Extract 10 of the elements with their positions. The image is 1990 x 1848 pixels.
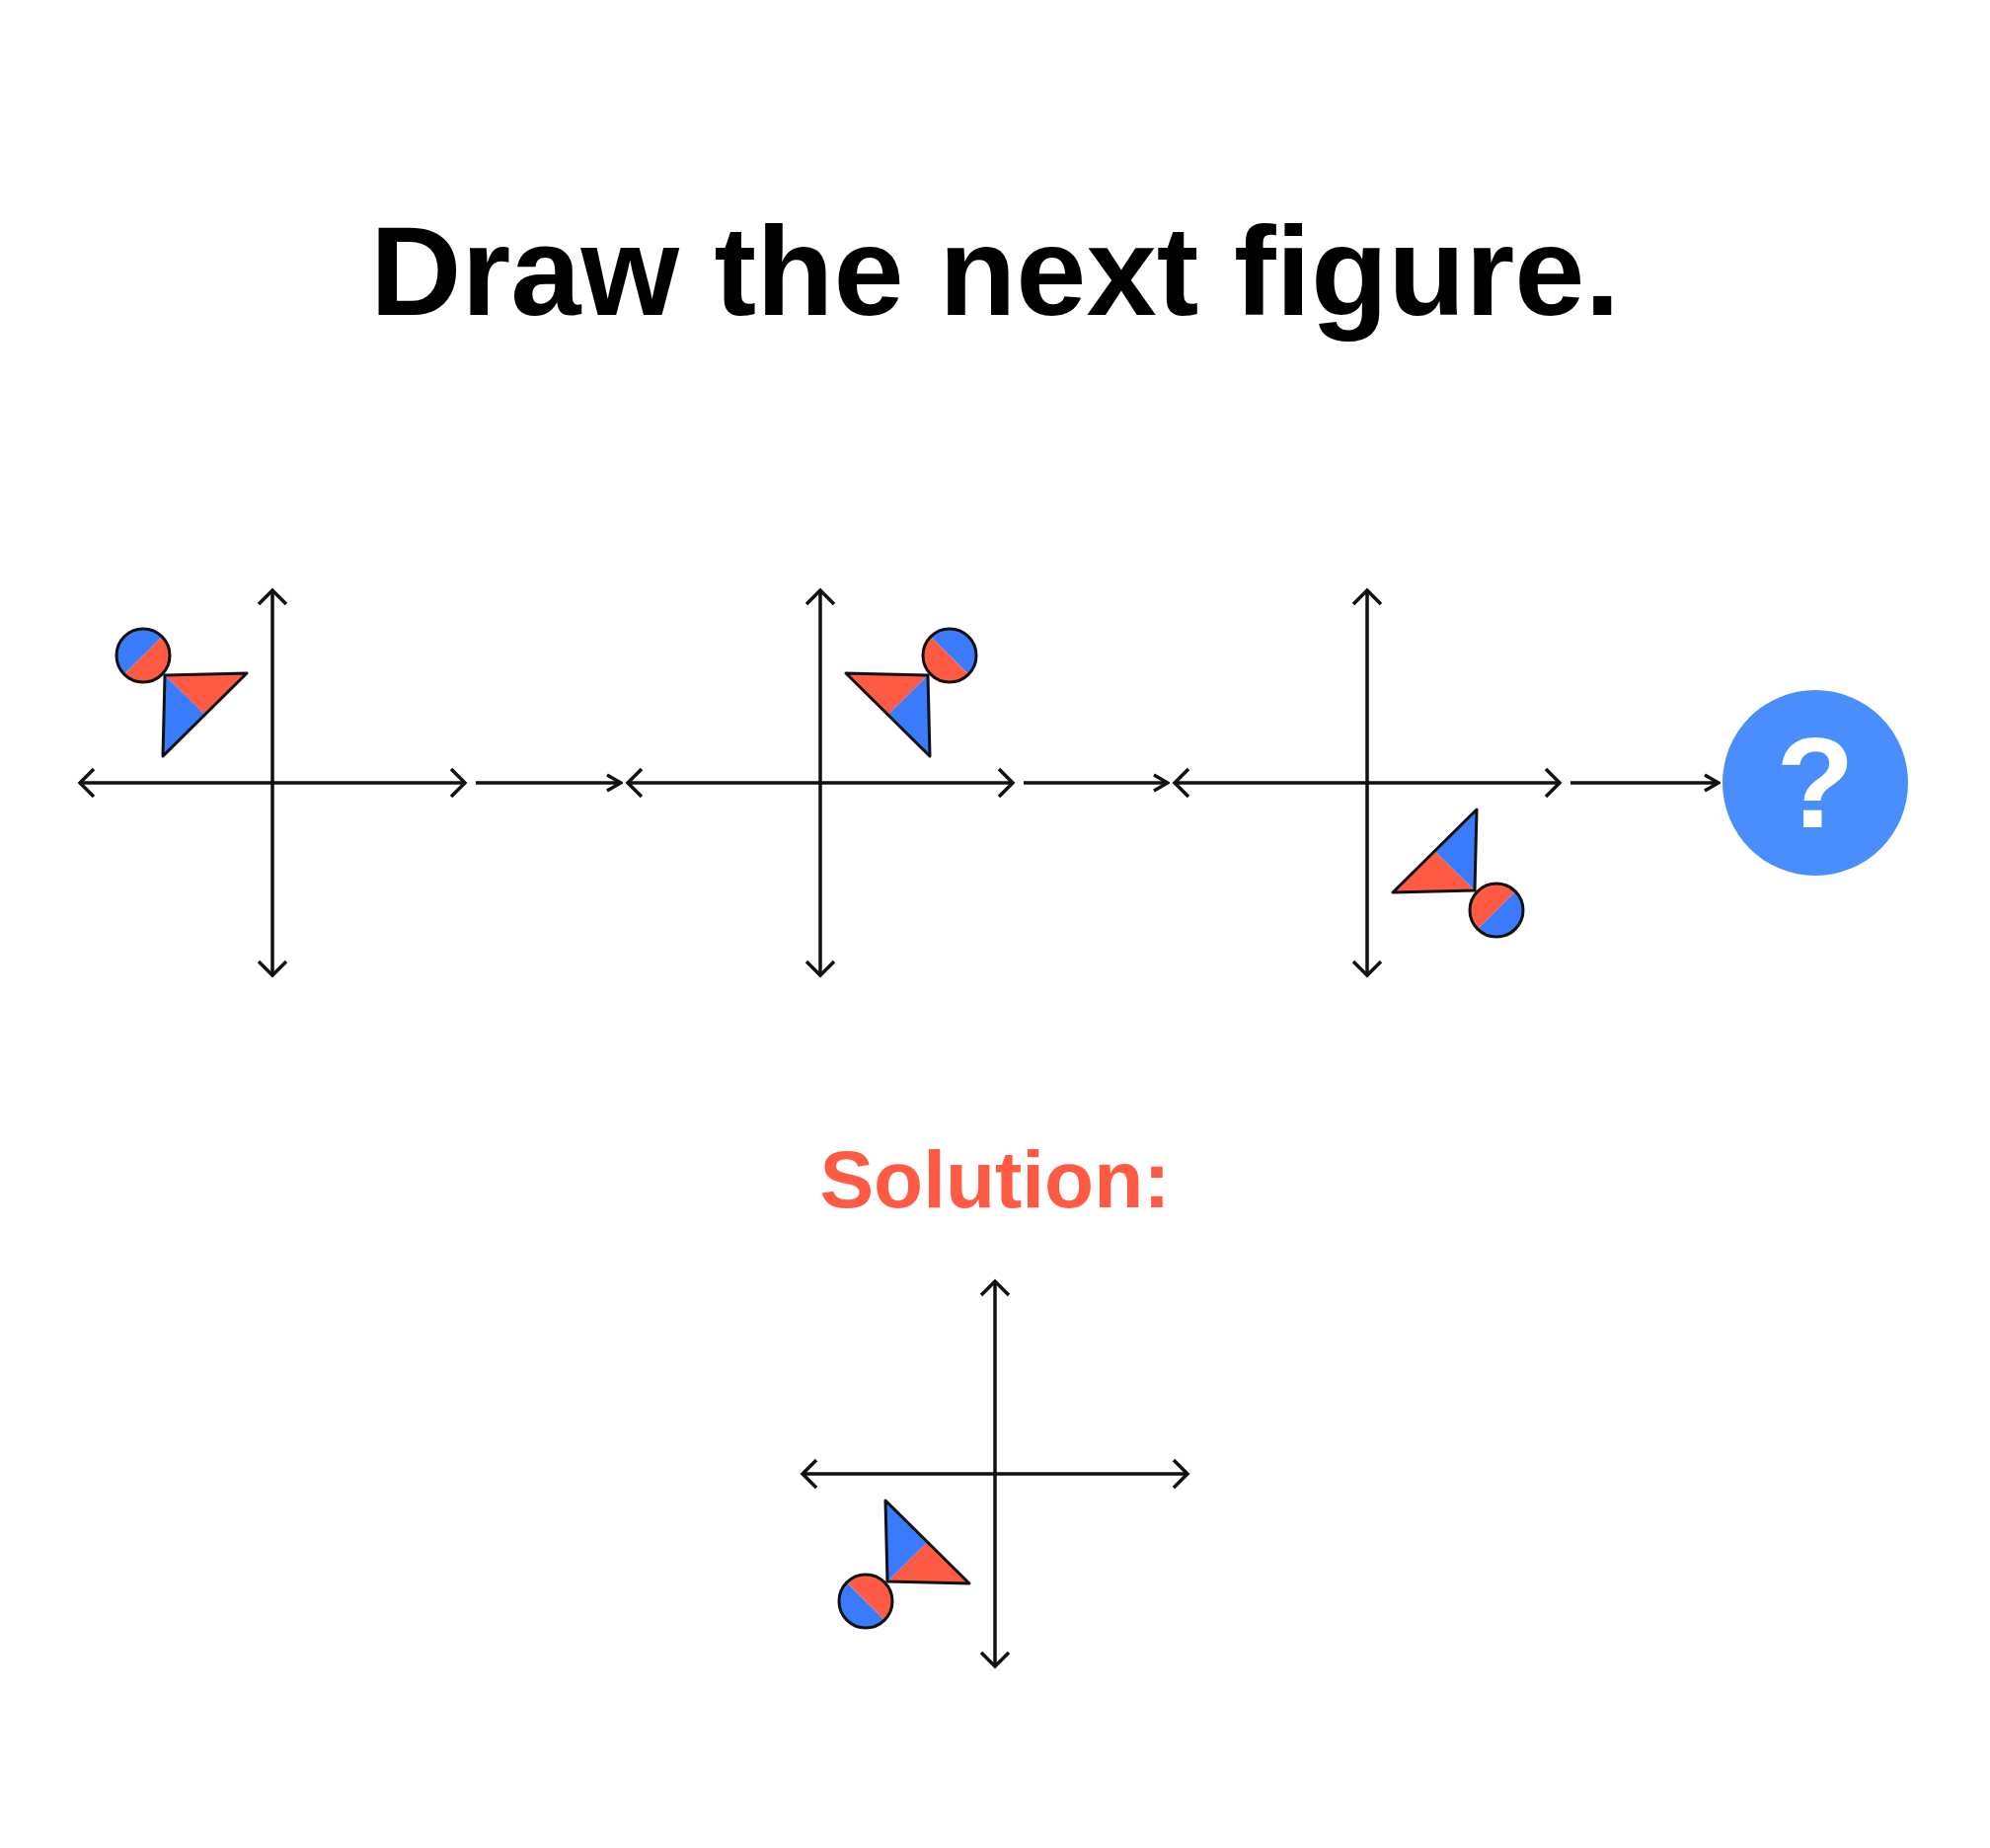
arrow [1570, 773, 1721, 793]
solution-heading: Solution: [819, 1134, 1171, 1224]
coordinate-figure-drawing [625, 587, 1016, 978]
coordinate-figure-drawing [1172, 587, 1563, 978]
title: Draw the next figure. [370, 200, 1620, 342]
coordinate-figure-drawing [77, 587, 468, 978]
coordinate-figure-drawing [800, 1278, 1190, 1669]
arrow [476, 773, 623, 793]
arrow [1024, 773, 1170, 793]
question-mark: ? [1776, 719, 1855, 847]
